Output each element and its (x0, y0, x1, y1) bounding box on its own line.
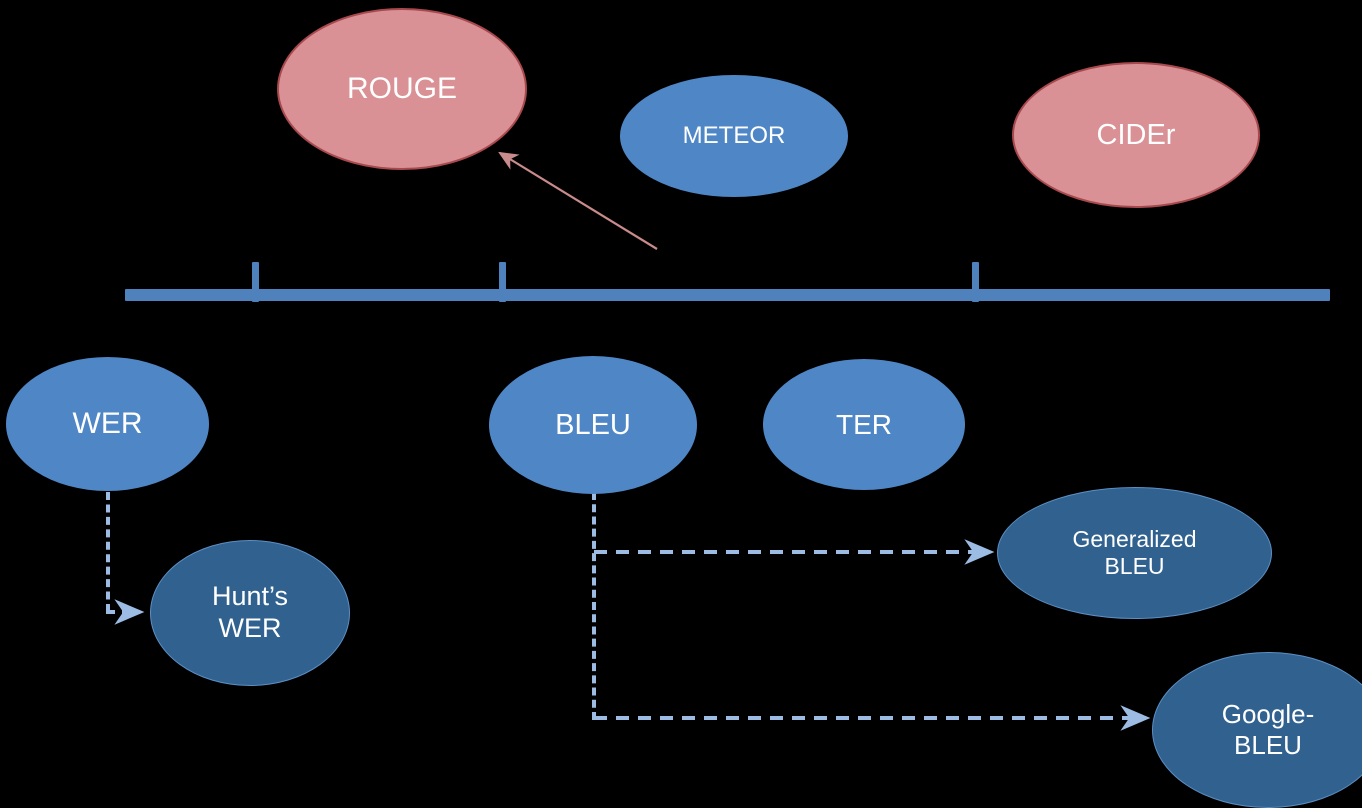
node-meteor[interactable]: METEOR (620, 75, 848, 197)
node-generalized-bleu-label: Generalized BLEU (1072, 525, 1197, 579)
node-generalized-bleu[interactable]: Generalized BLEU (997, 487, 1272, 619)
node-ter[interactable]: TER (763, 359, 965, 490)
node-rouge-label: ROUGE (346, 72, 457, 106)
axis-tick-2 (499, 262, 506, 302)
node-wer-label: WER (72, 407, 143, 441)
node-cider[interactable]: CIDEr (1012, 62, 1260, 208)
node-bleu[interactable]: BLEU (489, 356, 697, 494)
axis-tick-3 (972, 262, 979, 302)
node-ter-label: TER (836, 408, 892, 440)
node-google-bleu[interactable]: Google- BLEU (1152, 652, 1362, 808)
node-google-bleu-label: Google- BLEU (1221, 699, 1315, 760)
node-wer[interactable]: WER (6, 357, 209, 491)
node-hunts-wer-label: Hunt’s WER (211, 581, 289, 643)
node-hunts-wer[interactable]: Hunt’s WER (150, 540, 350, 686)
connector-bleu-vertical (592, 492, 596, 720)
node-meteor-label: METEOR (682, 121, 786, 149)
node-bleu-label: BLEU (555, 408, 631, 441)
axis-tick-1 (252, 262, 259, 302)
timeline-axis-bar (125, 289, 1330, 301)
connector-wer-to-hunts-wer-vertical (106, 492, 110, 612)
node-cider-label: CIDEr (1096, 118, 1176, 151)
node-rouge[interactable]: ROUGE (277, 8, 527, 170)
